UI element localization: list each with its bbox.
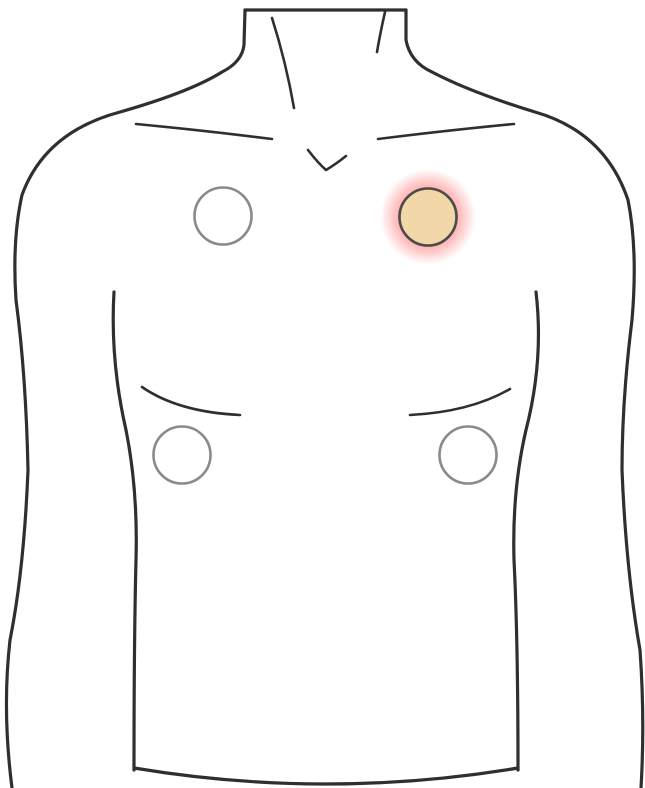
right-torso-side (514, 292, 539, 770)
electrode-layer (154, 169, 497, 484)
body-outline (6, 10, 642, 788)
left-outer-contour (6, 10, 245, 788)
clavicle-left (136, 124, 272, 139)
pectoral-right (410, 389, 510, 415)
electrode-right-lower-abdomen[interactable] (154, 427, 211, 484)
pectoral-left (142, 387, 240, 415)
right-outer-contour (406, 10, 643, 788)
clavicle-right (378, 124, 514, 139)
left-torso-side (113, 292, 136, 770)
sternal-notch (308, 150, 346, 170)
electrode-left-lower-abdomen[interactable] (440, 427, 497, 484)
waist-line (134, 768, 518, 784)
electrode-left-upper-chest[interactable] (400, 189, 457, 246)
neck-line-right (377, 12, 385, 52)
neck-line-left (272, 18, 294, 108)
electrode-right-upper-chest[interactable] (195, 188, 252, 245)
